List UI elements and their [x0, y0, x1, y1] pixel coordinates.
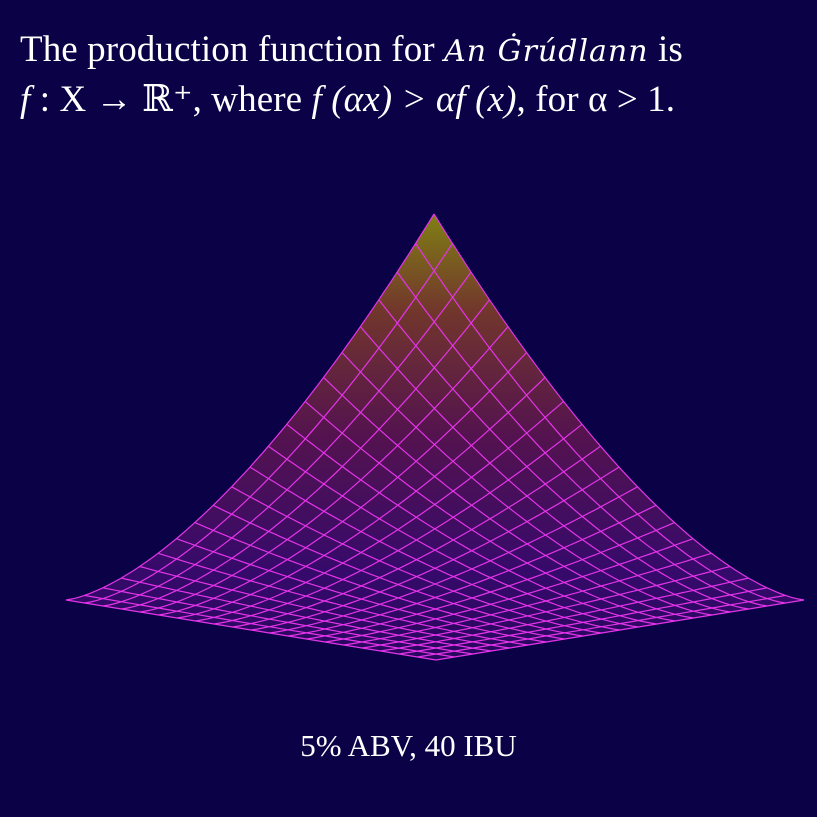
headline: The production function for An Ġrúdlann …: [20, 26, 800, 124]
alpha-condition: , for α > 1.: [516, 79, 676, 120]
headline-suffix: is: [657, 29, 683, 70]
surface-fill: [66, 214, 804, 660]
mesh-line-v: [139, 565, 510, 649]
beer-stats-caption: 5% ABV, 40 IBU: [300, 728, 517, 763]
headline-prefix: The production function for: [20, 29, 435, 70]
mesh-line-v: [378, 299, 749, 610]
mesh-line-v: [415, 243, 786, 604]
mesh-line-v: [121, 577, 492, 652]
mesh-line-v: [194, 522, 565, 640]
mesh-line-v: [359, 326, 731, 613]
mesh-line-v: [176, 538, 547, 643]
increasing-returns-inequality: f (αx) > αf (x): [311, 79, 517, 120]
brewery-name: An Ġrúdlann: [444, 34, 649, 69]
mesh-line-v: [249, 466, 621, 631]
mesh-line-v: [102, 587, 473, 655]
mesh-line-v: [212, 504, 584, 637]
mesh-line-v: [396, 271, 768, 607]
mesh-line-v: [323, 376, 694, 619]
mesh-line-v: [341, 352, 713, 616]
function-symbol: f: [20, 79, 31, 120]
mesh-line-v: [433, 213, 805, 601]
mesh-line-v: [268, 445, 639, 628]
mesh-line-v: [84, 594, 455, 658]
mesh-line-v: [65, 599, 437, 661]
mesh-line-v: [304, 400, 676, 622]
headline-line-2: f : X → ℝ⁺, where f (αx) > αf (x), for α…: [20, 76, 800, 124]
mesh-line-v: [157, 552, 529, 646]
mesh-line-v: [231, 486, 602, 634]
surface-fill-area: [66, 214, 804, 660]
headline-line-1: The production function for An Ġrúdlann …: [20, 26, 800, 76]
surface-mesh: [65, 213, 805, 661]
mesh-line-v: [286, 423, 657, 625]
function-mapping: : X → ℝ⁺, where: [30, 79, 312, 120]
